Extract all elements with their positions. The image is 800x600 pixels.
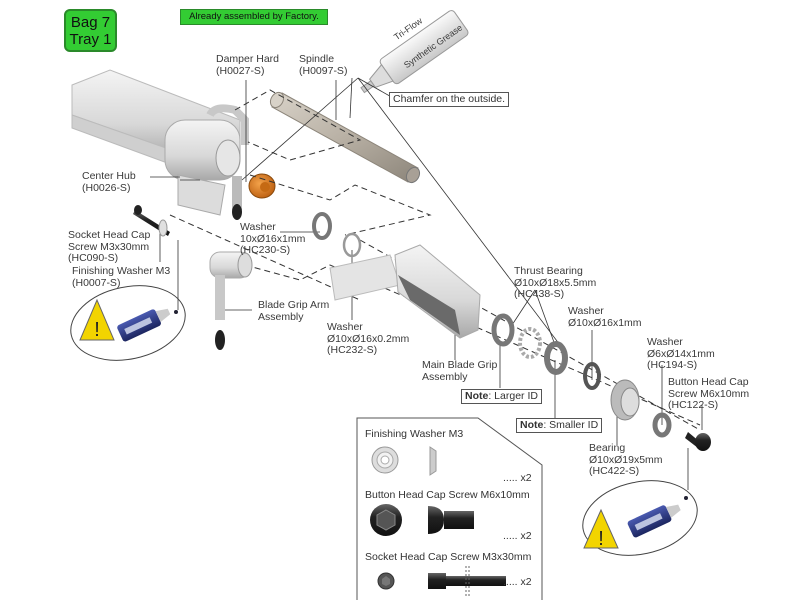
- label-damper-hard: Damper Hard (H0027-S): [216, 53, 280, 77]
- blade-grip-arm-part: [209, 251, 253, 350]
- note-smaller-id: Note: Smaller ID: [516, 418, 603, 433]
- washer-hc194-part: [652, 412, 672, 438]
- factory-assembled-badge: Already assembled by Factory.: [180, 9, 328, 25]
- chamfer-callout: Chamfer on the outside.: [389, 92, 510, 107]
- label-main-blade-grip: Main Blade Grip Assembly: [422, 359, 498, 383]
- assembly-guide-lines: [169, 89, 701, 431]
- washer-hc230-part: [312, 212, 332, 240]
- hw-title-button-screw: Button Head Cap Screw M6x10mm: [365, 489, 530, 501]
- button-head-screw-part: [685, 432, 711, 451]
- bag-tray-badge: Bag 7 Tray 1: [64, 9, 117, 52]
- label-button-head-screw: Button Head Cap Screw M6x10mm (HC122-S): [668, 376, 750, 411]
- button-head-screw-icon: [370, 504, 474, 536]
- hardware-panel-frame: [356, 417, 543, 600]
- damper-hard-part: [248, 173, 276, 199]
- thrust-washer-small-id: [544, 341, 568, 375]
- hw-qty-socket-screw: ..... x2: [503, 576, 532, 588]
- label-finishing-washer: Finishing Washer M3 (H0007-S): [72, 265, 171, 289]
- hw-qty-finishing-washer: ..... x2: [503, 472, 532, 484]
- grease-tube: [360, 10, 469, 94]
- svg-text:!: !: [94, 319, 100, 341]
- socket-head-screw-icon: [377, 566, 506, 598]
- label-washer-10x16: Washer Ø10xØ16x1mm: [568, 305, 642, 329]
- main-blade-grip-part: [329, 244, 481, 339]
- washer-hc232-part: [342, 232, 362, 258]
- hw-qty-button-screw: ..... x2: [503, 530, 532, 542]
- note-larger-id: Note: Larger ID: [461, 389, 542, 404]
- label-socket-head-screw: Socket Head Cap Screw M3x30mm (HC090-S): [68, 229, 151, 264]
- finishing-washer-icon: [371, 446, 437, 476]
- center-hub-part: [71, 69, 249, 220]
- label-washer-hc232: Washer Ø10xØ16x0.2mm (HC232-S): [327, 321, 410, 356]
- thrust-washer-large-id: [491, 313, 515, 347]
- label-thrust-bearing: Thrust Bearing Ø10xØ18x5.5mm (HC438-S): [514, 265, 597, 300]
- label-center-hub: Center Hub (H0026-S): [82, 170, 136, 194]
- label-washer-hc230: Washer 10xØ16x1mm (HC230-S): [240, 221, 306, 256]
- hw-title-finishing-washer: Finishing Washer M3: [365, 428, 464, 440]
- threadlock-callout-left: !: [70, 285, 186, 361]
- label-blade-grip-arm: Blade Grip Arm Assembly: [258, 299, 330, 323]
- label-spindle: Spindle (H0097-S): [299, 53, 348, 77]
- svg-text:!: !: [598, 528, 604, 550]
- label-washer-hc194: Washer Ø6xØ14x1mm (HC194-S): [647, 336, 715, 371]
- tray-label: Tray 1: [69, 31, 112, 48]
- threadlock-callout-right: !: [582, 480, 698, 556]
- bag-label: Bag 7: [70, 14, 111, 31]
- bearing-hc422-part: [610, 379, 640, 421]
- washer-10x16-part: [583, 362, 601, 390]
- socket-head-screw-part: [133, 205, 170, 237]
- hw-title-socket-screw: Socket Head Cap Screw M3x30mm: [365, 551, 532, 563]
- thrust-bearing-cage: [518, 327, 542, 359]
- label-bearing-hc422: Bearing Ø10xØ19x5mm (HC422-S): [589, 442, 663, 477]
